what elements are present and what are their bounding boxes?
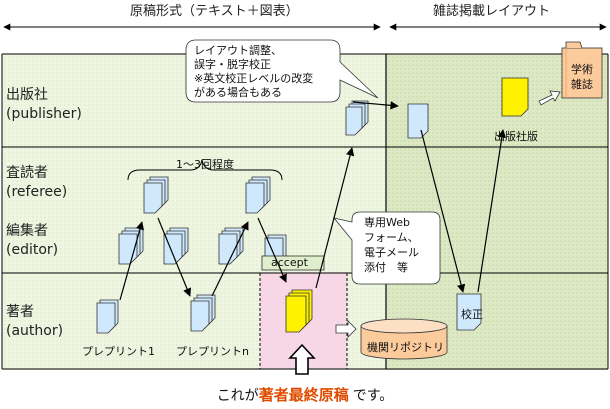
lane-en-referee: (referee) xyxy=(6,184,68,200)
submission-note-line: 専用Web xyxy=(364,216,410,229)
caption-highlight: 著者最終原稿 xyxy=(258,386,349,404)
lane-name-publisher: 出版社 xyxy=(6,87,48,103)
publisher-version-label: 出版社版 xyxy=(494,130,538,143)
referee-doc-2 xyxy=(245,182,265,214)
lane-label-publisher: 出版社 (publisher) xyxy=(6,86,82,124)
caption: これが著者最終原稿です。 xyxy=(0,384,610,405)
proof-label: 校正 xyxy=(461,308,483,321)
header-right-label: 雑誌掲載レイアウト xyxy=(433,4,551,19)
lane-en-publisher: (publisher) xyxy=(6,106,82,122)
submission-note-line: フォーム、 xyxy=(364,231,419,244)
editor-doc-3 xyxy=(218,233,238,265)
lane-en-editor: (editor) xyxy=(6,242,59,258)
to-repository-arrow xyxy=(335,320,357,338)
publisher-note: レイアウト調整、 誤字・脱字校正 ※英文校正レベルの改変 がある場合もある xyxy=(194,44,313,100)
lane-label-author: 著者 (author) xyxy=(6,303,63,341)
lane-en-author: (author) xyxy=(6,323,64,339)
submission-note-line: 電子メール xyxy=(364,246,419,259)
publisher-proof-doc xyxy=(407,103,429,139)
header-left-label: 原稿形式（テキスト＋図表） xyxy=(130,4,299,19)
accept-tag xyxy=(261,255,325,271)
publisher-callout xyxy=(185,39,379,103)
to-journal-arrow xyxy=(538,90,561,106)
editor-doc-2 xyxy=(163,233,183,265)
accept-label: accept xyxy=(271,256,308,269)
preprint-n-label: プレプリントn xyxy=(176,345,249,358)
publisher-note-line: 誤字・脱字校正 xyxy=(194,58,271,71)
submission-note-line: 添付 等 xyxy=(364,261,408,274)
repository-cylinder xyxy=(360,318,448,360)
lane-name-referee: 査読者 xyxy=(6,165,48,181)
preprint-1-doc xyxy=(96,302,116,334)
journal-box xyxy=(561,41,603,99)
author-final-doc xyxy=(285,295,307,333)
publisher-note-line: がある場合もある xyxy=(194,86,282,99)
lane-label-editor: 編集者 (editor) xyxy=(6,222,58,260)
author-final-up-arrow xyxy=(288,343,316,375)
journal-label-line: 学術雑誌 xyxy=(571,63,593,91)
lane-name-author: 著者 xyxy=(6,304,34,320)
publisher-note-line: ※英文校正レベルの改変 xyxy=(194,72,314,85)
journal-label: 学術雑誌 xyxy=(567,62,597,92)
review-brace xyxy=(127,159,283,181)
lane-name-editor: 編集者 xyxy=(6,223,48,239)
lane-lines xyxy=(1,53,609,370)
preprint-1-label: プレプリント1 xyxy=(82,345,155,358)
flow-arrows xyxy=(119,101,506,301)
review-rounds-label: 1〜3回程度 xyxy=(176,158,234,171)
proof-doc xyxy=(456,293,482,331)
lane-label-referee: 査読者 (referee) xyxy=(6,164,67,202)
author-final-borders xyxy=(259,273,348,369)
repository-label: 機関リポジトリ xyxy=(367,341,444,354)
publisher-note-line: レイアウト調整、 xyxy=(194,44,282,57)
caption-before: これが xyxy=(216,388,259,404)
caption-after: です。 xyxy=(352,388,394,404)
publisher-layout-doc xyxy=(345,106,363,136)
publisher-version-doc xyxy=(501,77,529,117)
submission-note: 専用Web フォーム、 電子メール 添付 等 xyxy=(364,215,419,275)
preprint-n-doc xyxy=(190,300,210,332)
referee-doc-1 xyxy=(143,182,163,214)
submission-callout xyxy=(332,211,441,285)
